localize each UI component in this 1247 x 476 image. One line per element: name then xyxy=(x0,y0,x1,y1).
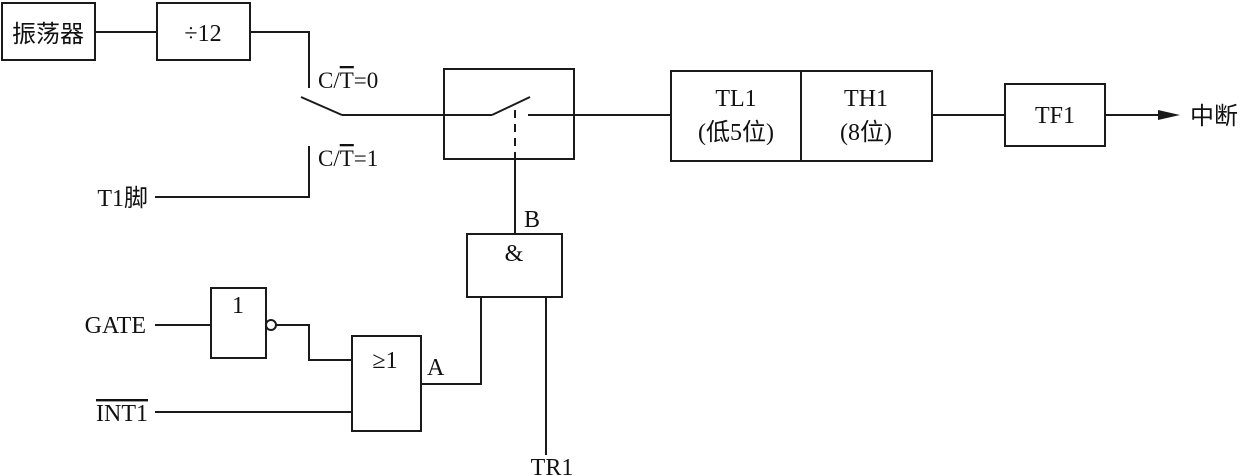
interrupt-label: 中断 xyxy=(1190,103,1238,130)
or-gate-block: ≥1 xyxy=(351,335,422,432)
wire-divider-switch xyxy=(250,31,310,88)
tl1-name: TL1 xyxy=(715,86,756,112)
gate-input-label: GATE xyxy=(85,313,146,339)
control-switch-blade xyxy=(491,96,531,116)
oscillator-block: 振荡器 xyxy=(1,2,96,61)
node-b-label: B xyxy=(524,207,540,233)
t-overlined: T xyxy=(340,68,354,93)
divider-block: ÷12 xyxy=(156,2,251,61)
wire-not-or xyxy=(276,324,352,361)
oscillator-box xyxy=(1,2,96,61)
tr1-label: TR1 xyxy=(531,455,574,476)
not-gate-label: 1 xyxy=(232,293,244,319)
t-overlined-2: T xyxy=(340,146,354,171)
th1-desc: (8位) xyxy=(840,119,892,146)
tf1-label: TF1 xyxy=(1035,103,1075,129)
t1-pin-label: T1脚 xyxy=(97,185,148,212)
tl1-desc: (低5位) xyxy=(698,119,774,146)
selector-timer-label: C/T=0 xyxy=(318,68,378,93)
and-gate-box xyxy=(466,233,563,298)
int1-input-label: INT1 xyxy=(96,401,148,427)
not-gate-block: 1 xyxy=(210,287,277,359)
interrupt-arrowhead-icon xyxy=(1158,110,1180,120)
or-gate-box xyxy=(351,335,422,432)
selector-counter-label: C/T=1 xyxy=(318,146,378,171)
node-a-label: A xyxy=(427,355,445,381)
counter-register-block: TL1 (低5位) TH1 (8位) xyxy=(670,70,933,162)
oscillator-label: 振荡器 xyxy=(12,21,84,48)
inverter-bubble-icon xyxy=(265,319,277,331)
or-gate-label: ≥1 xyxy=(372,348,397,374)
not-gate-box xyxy=(210,287,267,359)
divider-label: ÷12 xyxy=(184,21,221,47)
th1-name: TH1 xyxy=(844,86,888,112)
tf1-block: TF1 xyxy=(1004,83,1106,147)
wire-t1pin-contact xyxy=(155,146,310,198)
selector-switch-blade xyxy=(300,96,343,116)
and-gate-label: & xyxy=(505,241,524,267)
and-gate-block: & xyxy=(466,233,563,298)
wire-a-or-and xyxy=(421,297,482,385)
divider-box xyxy=(156,2,251,61)
